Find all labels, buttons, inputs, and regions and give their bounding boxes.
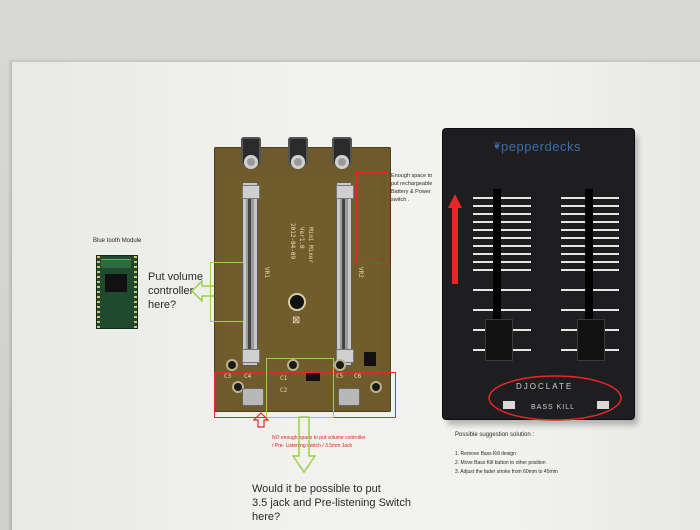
suggestion-item-3: 3. Adjust the fader stroke from 60mm to …	[455, 468, 558, 477]
pcb-silk-title: Mini Mixer	[307, 227, 314, 263]
pcb-center-hole	[290, 295, 304, 309]
scale-line	[473, 245, 531, 247]
scale-line	[473, 289, 531, 291]
not-enough-line2: / Pre- Listening switch / 3.5mm Jack	[272, 442, 366, 450]
scale-line	[473, 253, 531, 255]
scale-line	[473, 309, 531, 311]
mixer-brand: pepperdecks	[501, 139, 581, 154]
pepperdecks-logo-icon: ❦	[493, 141, 501, 153]
scale-line	[473, 213, 531, 215]
suggestions-title: Possible suggestion solution :	[455, 432, 534, 438]
bluetooth-module-image	[96, 255, 138, 329]
audio-jack-middle	[288, 137, 308, 165]
red-arrow-up-mixer-icon	[448, 194, 462, 286]
scale-line	[473, 221, 531, 223]
jack-note-line2: 3.5 jack and Pre-listening Switch	[252, 496, 411, 510]
battery-note: Enough space to put rechargeable Battery…	[391, 172, 432, 204]
jack-note-line1: Would it be possible to put	[252, 482, 411, 496]
scale-line	[473, 229, 531, 231]
bt-module-label: Blue tooth Module	[93, 238, 141, 244]
suggestion-item-2: 2. Move Bass Kill button to other positi…	[455, 459, 558, 468]
scale-line	[473, 197, 531, 199]
audio-jack-left	[241, 137, 261, 165]
pcb-vr1-label: VR1	[263, 267, 270, 278]
suggestions-list: 1. Remove Bass Kill design 2. Move Bass …	[455, 450, 558, 477]
scale-line	[473, 261, 531, 263]
pcb-component-black	[364, 352, 376, 366]
jack-note: Would it be possible to put 3.5 jack and…	[252, 482, 411, 524]
battery-note-line3: Battery & Power	[391, 188, 432, 196]
not-enough-note: NO enough space to put volume controller…	[272, 434, 366, 450]
bt-antenna	[101, 259, 131, 268]
not-enough-line1: NO enough space to put volume controller	[272, 434, 366, 442]
right-fader-knob	[577, 319, 605, 361]
recycle-bin-icon: ⊠	[292, 315, 302, 325]
red-arrow-up-icon	[253, 412, 269, 428]
pcb-mount-hole-1	[228, 361, 236, 369]
battery-note-line1: Enough space to	[391, 172, 432, 180]
red-ellipse-basskill	[486, 372, 624, 424]
bt-chip	[105, 274, 127, 292]
audio-jack-right	[332, 137, 352, 165]
pcb-silk-version: Ver1.0	[298, 227, 305, 249]
scale-line	[473, 205, 531, 207]
pcb-vr2-label: VR2	[357, 267, 364, 278]
fader-left	[242, 182, 258, 366]
fader-right	[336, 182, 352, 366]
pcb-silk-date: 2012-04-09	[289, 223, 296, 259]
suggestion-item-1: 1. Remove Bass Kill design	[455, 450, 558, 459]
left-fader-knob	[485, 319, 513, 361]
pcb-mount-hole-3	[336, 361, 344, 369]
scale-line	[473, 237, 531, 239]
battery-note-line2: put rechargeable	[391, 180, 432, 188]
scale-line	[473, 269, 531, 271]
jack-note-line3: here?	[252, 510, 411, 524]
battery-note-line4: switch .	[391, 196, 432, 204]
bt-pins-right	[134, 256, 137, 328]
green-arrow-down-icon	[291, 416, 317, 474]
bt-pins-left	[97, 256, 100, 328]
green-box-jack	[266, 358, 334, 418]
green-box-fader	[210, 262, 244, 322]
red-box-battery	[356, 172, 388, 264]
